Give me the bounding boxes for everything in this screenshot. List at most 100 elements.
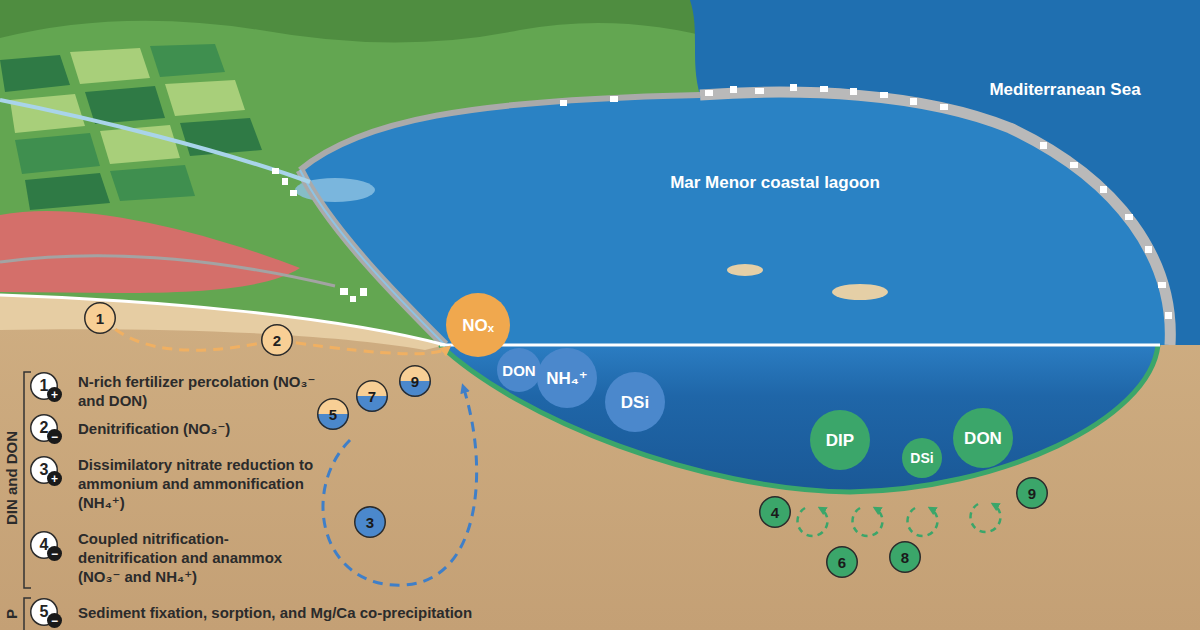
illustration-part <box>797 508 827 536</box>
illustration-part <box>1070 162 1078 168</box>
circle-text: 5 <box>40 604 49 620</box>
circle-fill <box>400 366 431 397</box>
illustration-part <box>440 345 1158 492</box>
circle-text-wrap: DSi <box>605 372 665 432</box>
process-circle: 5 <box>317 398 349 430</box>
illustration-part <box>1165 312 1172 319</box>
circle-text: 1 <box>96 311 104 326</box>
illustration-part <box>180 118 262 156</box>
circle-text: DSi <box>621 394 649 411</box>
circle-text: 3 <box>40 462 49 478</box>
group-label: DIN and DON <box>3 431 20 525</box>
illustration-part <box>300 92 1170 345</box>
illustration-part <box>820 86 828 92</box>
process-circle: 6 <box>826 546 858 578</box>
circle-fill <box>760 497 791 528</box>
illustration-part <box>940 104 948 110</box>
illustration-part <box>440 344 1160 347</box>
illustration-part <box>0 100 310 182</box>
circle-fill <box>47 471 62 486</box>
circle-text: NOₓ <box>462 317 494 334</box>
process-circle: NH₄⁺ <box>537 348 597 408</box>
illustration-part <box>1040 142 1047 149</box>
circle-fill <box>85 303 116 334</box>
circle-fill <box>810 410 870 470</box>
illustration-part <box>1125 214 1133 220</box>
circle-text-wrap: DSi <box>902 438 942 478</box>
circle-text: 9 <box>411 374 419 389</box>
illustration-part <box>0 295 445 350</box>
illustration-part <box>272 84 1172 319</box>
illustration-part <box>15 133 100 174</box>
process-circle: 7 <box>356 380 388 412</box>
circle-fill <box>1017 478 1048 509</box>
circle-text: 2 <box>273 333 281 348</box>
circle-text: + <box>51 389 58 401</box>
illustration-part <box>700 92 1170 345</box>
flow-connector <box>296 343 449 354</box>
sign-badge: − <box>47 613 62 628</box>
illustration-part <box>85 86 165 124</box>
circle-text: − <box>51 548 58 560</box>
process-circle: DON <box>497 348 541 392</box>
circle-fill <box>262 325 293 356</box>
process-circle: 1 <box>84 302 116 334</box>
process-circle: 8 <box>889 541 921 573</box>
illustration-part <box>0 0 1200 345</box>
sign-badge: − <box>47 546 62 561</box>
illustration-part <box>440 345 1158 492</box>
circle-text: 3 <box>366 515 374 530</box>
illustration-part <box>350 296 356 302</box>
circle-text-wrap: 1 <box>84 302 116 334</box>
illustration-part <box>727 264 763 276</box>
illustration-part <box>10 94 85 133</box>
circle-fill <box>537 348 597 408</box>
circle-text-wrap: DIP <box>810 410 870 470</box>
legend-text: Dissimilatory nitrate reduction to ammon… <box>78 455 318 512</box>
illustration-part <box>730 86 737 93</box>
circle-text: 1 <box>40 378 49 394</box>
circle-fill <box>953 408 1013 468</box>
circle-text: 4 <box>40 537 49 553</box>
illustration-part <box>70 48 150 84</box>
process-circle: 3 <box>354 506 386 538</box>
circle-text: 7 <box>368 389 376 404</box>
circle-fill <box>47 613 62 628</box>
illustration-part <box>110 165 195 201</box>
illustration-part <box>25 173 110 210</box>
circle-text-wrap: 9 <box>399 365 431 397</box>
illustration-part <box>853 508 883 536</box>
circle-text: DSi <box>910 451 933 465</box>
illustration-part <box>1145 246 1152 253</box>
illustration-part <box>850 88 857 95</box>
illustration-part <box>560 100 567 106</box>
legend-text: Denitrification (NO₃⁻) <box>78 419 318 438</box>
illustration-part <box>832 284 888 300</box>
illustration-part <box>24 372 31 588</box>
circle-text: DON <box>502 363 535 378</box>
illustration-part <box>0 295 1200 630</box>
circle-text-wrap: 2 <box>261 324 293 356</box>
legend-item: 4Coupled nitrification-denitrification a… <box>30 531 58 559</box>
circle-text-wrap: DON <box>497 348 541 392</box>
sign-badge: + <box>47 387 62 402</box>
circle-fill <box>47 546 62 561</box>
circle-text-wrap: NOₓ <box>446 293 510 357</box>
legend-text: N-rich fertilizer percolation (NO₃⁻ and … <box>78 372 318 410</box>
process-circle: DON <box>953 408 1013 468</box>
circle-text-wrap: NH₄⁺ <box>537 348 597 408</box>
process-circle: DSi <box>902 438 942 478</box>
illustration-part <box>150 44 225 77</box>
circle-text-wrap: + <box>47 387 62 402</box>
legend-item: 1N-rich fertilizer percolation (NO₃⁻ and… <box>30 372 58 400</box>
illustration-part <box>300 170 445 345</box>
illustration-part <box>24 598 31 630</box>
circle-text-wrap: 8 <box>889 541 921 573</box>
process-circle: 2 <box>261 324 293 356</box>
legend-item: 5Sediment fixation, sorption, and Mg/Ca … <box>30 598 58 626</box>
process-circle: DSi <box>605 372 665 432</box>
circle-text-wrap: 7 <box>356 380 388 412</box>
illustration-part <box>705 90 713 96</box>
circle-text: − <box>51 615 58 627</box>
